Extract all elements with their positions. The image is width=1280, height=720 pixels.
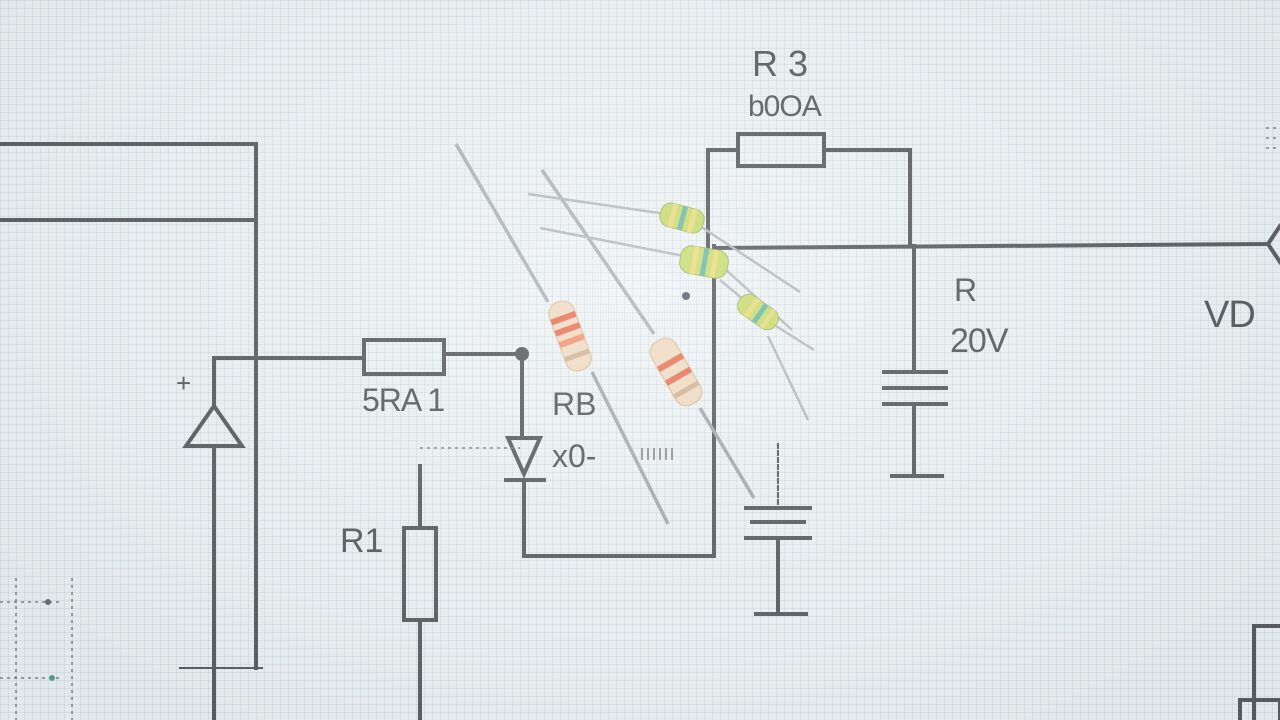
label-rb: RB	[552, 386, 597, 422]
label-x0: x0-	[552, 438, 597, 474]
label-r3-value: b0OA	[748, 90, 822, 123]
physical-resistor	[454, 143, 670, 525]
label-5ra: 5RA 1	[362, 382, 445, 418]
ink-dot	[682, 292, 690, 300]
tick-marks	[641, 448, 673, 460]
dot-marker	[49, 675, 55, 681]
label-20v: 20V	[950, 322, 1008, 360]
physical-resistor	[719, 279, 815, 421]
label-vd: VD	[1204, 294, 1256, 336]
label-r: R	[954, 272, 978, 308]
dot-marker	[45, 599, 51, 605]
physical-resistor	[539, 226, 793, 331]
resistor-5ra-symbol	[362, 338, 446, 376]
output-terminal	[1265, 223, 1280, 265]
physical-resistor	[540, 169, 756, 499]
label-r1: R1	[340, 522, 384, 560]
triangle-symbol	[182, 402, 246, 448]
diode-symbol	[504, 436, 544, 479]
label-plus: +	[176, 368, 192, 398]
physical-resistor	[527, 192, 801, 294]
partial-component	[1238, 698, 1280, 720]
label-r3: R 3	[752, 43, 809, 84]
resistor-r1-symbol	[402, 526, 438, 622]
wire	[711, 241, 1271, 251]
resistor-r3-symbol	[736, 132, 826, 168]
